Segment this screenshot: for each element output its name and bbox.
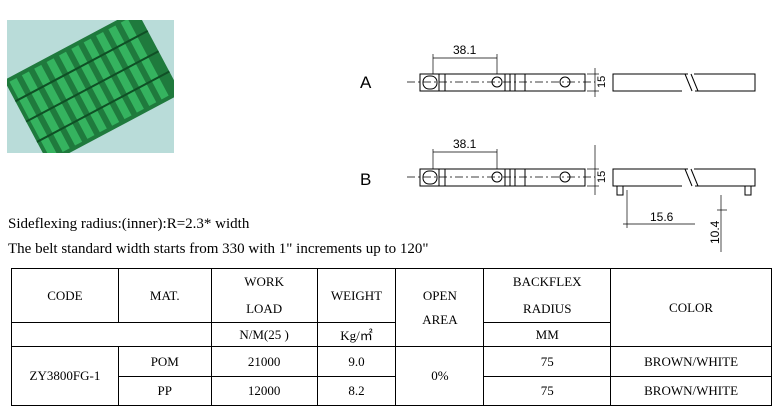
header-backflex-1: BACKFLEX <box>483 268 612 296</box>
spec-table: CODE MAT. WORK WEIGHT OPEN AREA BACKFLEX… <box>11 268 772 406</box>
row-b-height: 15 <box>596 171 608 183</box>
header-weight-unit: Kg/㎡ <box>316 322 397 347</box>
row-b-side-dim: 15.6 <box>650 210 674 224</box>
header-color: COLOR <box>610 268 772 347</box>
header-open-area-line2: AREA <box>422 311 458 327</box>
header-code: CODE <box>11 268 119 323</box>
sideflex-radius-note: Sideflexing radius:(inner):R=2.3* width <box>8 216 250 232</box>
cell-weight: 9.0 <box>316 346 397 377</box>
header-open-area-line1: OPEN <box>422 287 457 303</box>
cell-color: BROWN/WHITE <box>610 346 772 377</box>
header-work-load-1: WORK <box>210 268 318 296</box>
row-b-vert-dim: 10.4 <box>708 220 722 244</box>
cell-color: BROWN/WHITE <box>610 376 772 406</box>
cell-weight: 8.2 <box>316 376 397 406</box>
table-row: ZY3800FG-1 POM 21000 9.0 0% 75 BROWN/WHI… <box>11 346 772 406</box>
header-backflex-unit: MM <box>483 322 612 347</box>
row-a-pitch: 38.1 <box>453 43 477 57</box>
cell-backflex: 75 <box>483 346 612 377</box>
header-backflex-2: RADIUS <box>483 295 612 323</box>
cell-mat: PP <box>117 376 212 406</box>
cell-code: ZY3800FG-1 <box>11 346 119 406</box>
row-a-label: A <box>360 73 372 92</box>
cell-backflex: 75 <box>483 376 612 406</box>
belt-photo <box>7 20 174 153</box>
cell-work-load: 21000 <box>210 346 318 377</box>
header-row: CODE MAT. WORK WEIGHT OPEN AREA BACKFLEX… <box>11 268 772 347</box>
row-b-pitch: 38.1 <box>453 137 477 151</box>
header-mat: MAT. <box>117 268 212 323</box>
row-b-label: B <box>360 170 371 189</box>
belt-technical-drawing: A 38.1 15 B 38.1 15 15.6 10.4 <box>360 43 756 252</box>
cell-work-load: 12000 <box>210 376 318 406</box>
header-weight: WEIGHT <box>316 268 397 323</box>
header-work-load-2: LOAD <box>210 295 318 323</box>
cell-open-area: 0% <box>395 346 485 406</box>
table-row: PP 12000 8.2 75 BROWN/WHITE <box>12 376 772 406</box>
header-open-area: OPEN AREA <box>395 268 485 347</box>
header-work-load-unit: N/M(25 ) <box>210 322 318 347</box>
row-a-height: 15 <box>596 76 608 88</box>
standard-width-note: The belt standard width starts from 330 … <box>8 241 429 257</box>
cell-mat: POM <box>117 346 212 377</box>
